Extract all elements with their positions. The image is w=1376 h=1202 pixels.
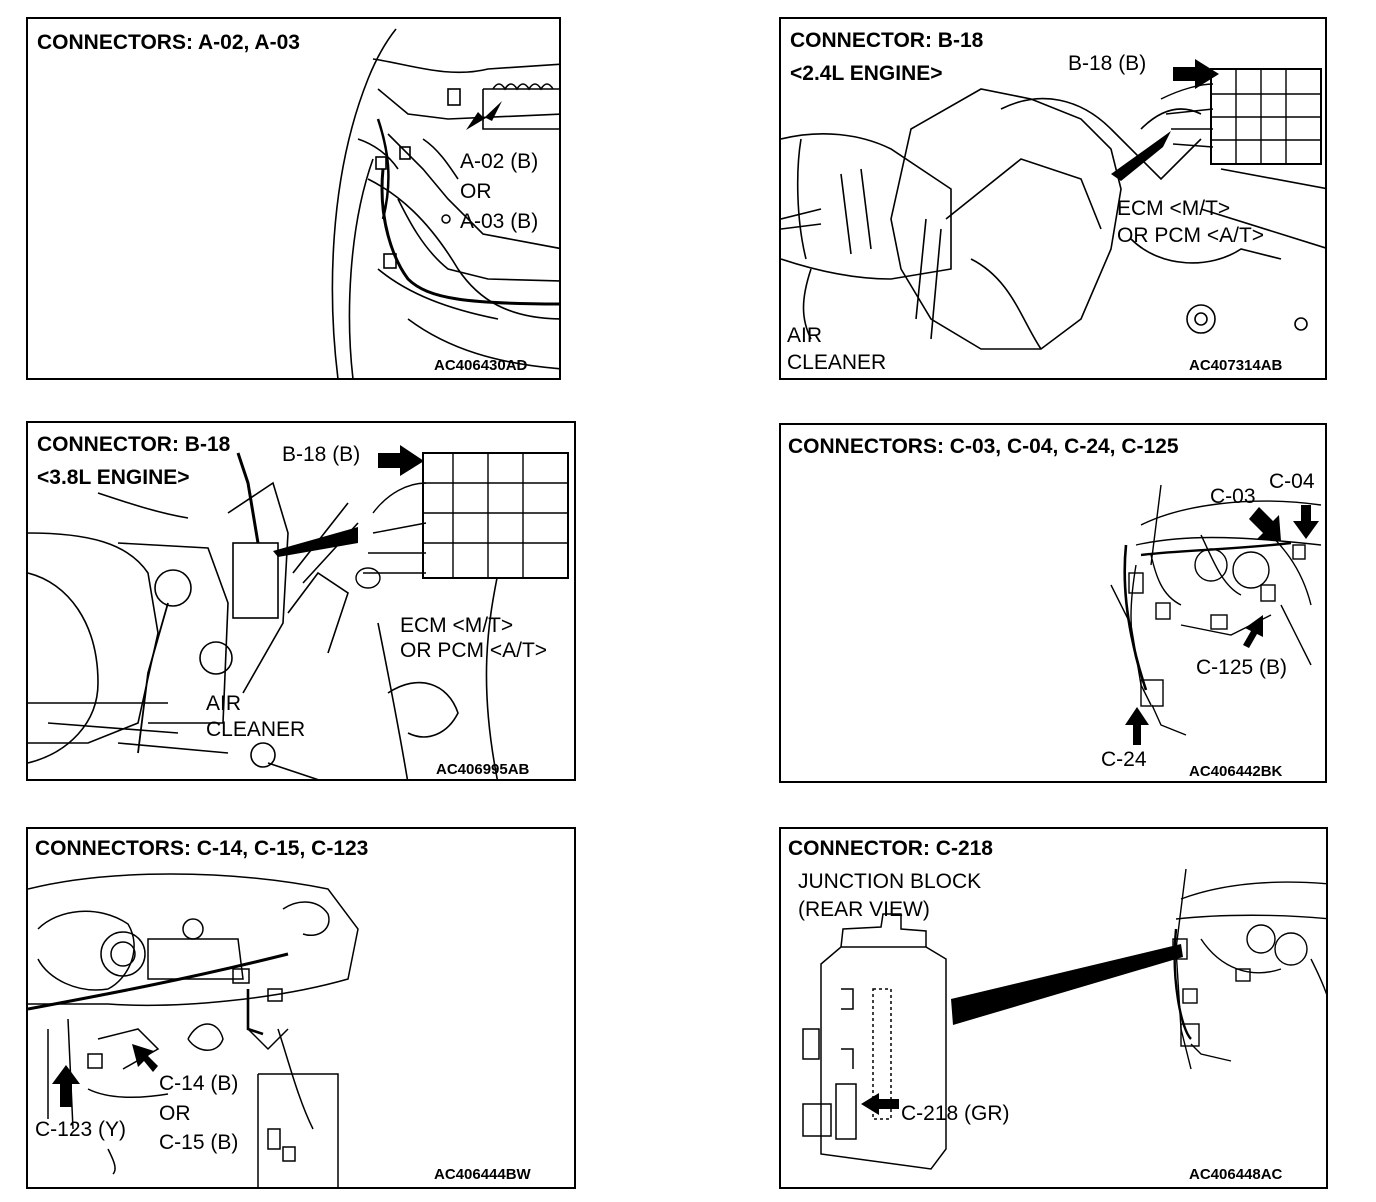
- figure-code: AC406442BK: [1189, 763, 1283, 780]
- figure-code: AC406448AC: [1189, 1166, 1283, 1183]
- connector-label-c125: C-125 (B): [1196, 656, 1288, 679]
- figure-code: AC406444BW: [434, 1166, 531, 1183]
- connector-label-b18: B-18 (B): [1068, 52, 1147, 75]
- pcm-label: OR PCM <A/T>: [400, 639, 548, 662]
- engine-bay-3-8l-illustration: [28, 445, 569, 779]
- connector-label-a03: A-03 (B): [460, 210, 539, 233]
- panel-b18-3-8l: CONNECTOR: B-18 <3.8L ENGINE> B-18 (B) E…: [26, 421, 576, 781]
- air-cleaner-ecm-illustration: [781, 59, 1325, 350]
- pcm-label: OR PCM <A/T>: [1117, 224, 1265, 247]
- panel-title: CONNECTORS: C-03, C-04, C-24, C-125: [788, 435, 1179, 458]
- connector-label-c123: C-123 (Y): [35, 1118, 127, 1141]
- connector-label-c15: C-15 (B): [159, 1131, 239, 1154]
- dashboard-harness-illustration: [1110, 484, 1322, 745]
- junction-block-label: JUNCTION BLOCK: [798, 870, 982, 893]
- rear-view-label: (REAR VIEW): [798, 898, 930, 921]
- ecm-label: ECM <M/T>: [400, 614, 514, 637]
- instrument-panel-harness-illustration: [28, 873, 359, 1187]
- figure-code: AC406995AB: [436, 761, 530, 778]
- panel-title: CONNECTOR: B-18: [790, 29, 984, 52]
- cleaner-label: CLEANER: [206, 718, 306, 741]
- panel-title: CONNECTORS: A-02, A-03: [37, 31, 300, 54]
- panel-title: CONNECTOR: C-218: [788, 837, 993, 860]
- connector-label-a02: A-02 (B): [460, 150, 539, 173]
- engine-variant: <2.4L ENGINE>: [790, 62, 943, 85]
- connector-label-c14: C-14 (B): [159, 1072, 239, 1095]
- ecm-label: ECM <M/T>: [1117, 197, 1231, 220]
- panel-title: CONNECTOR: B-18: [37, 433, 231, 456]
- panel-a02-a03: CONNECTORS: A-02, A-03 A-02 (B) OR A-03 …: [26, 17, 561, 380]
- panel-title: CONNECTORS: C-14, C-15, C-123: [35, 837, 369, 860]
- junction-block-illustration: [802, 868, 1326, 1170]
- engine-bay-illustration: [331, 28, 559, 378]
- cleaner-label: CLEANER: [787, 351, 887, 374]
- connector-label-c03: C-03: [1210, 485, 1256, 508]
- air-label: AIR: [206, 692, 242, 715]
- panel-c14-c15-c123: CONNECTORS: C-14, C-15, C-123 C-14 (B) O…: [26, 827, 576, 1189]
- connector-label-c24: C-24: [1101, 748, 1147, 771]
- panel-c218: CONNECTOR: C-218 JUNCTION BLOCK (REAR VI…: [779, 827, 1328, 1189]
- or-label: OR: [460, 180, 492, 203]
- panel-b18-2-4l: CONNECTOR: B-18 <2.4L ENGINE> B-18 (B) E…: [779, 17, 1327, 380]
- connector-label-c218: C-218 (GR): [901, 1102, 1010, 1125]
- air-label: AIR: [787, 324, 823, 347]
- figure-code: AC407314AB: [1189, 357, 1283, 374]
- or-label: OR: [159, 1102, 191, 1125]
- panel-c03-c04-c24-c125: CONNECTORS: C-03, C-04, C-24, C-125 C-03…: [779, 423, 1327, 783]
- engine-variant: <3.8L ENGINE>: [37, 466, 190, 489]
- connector-label-b18: B-18 (B): [282, 443, 361, 466]
- figure-code: AC406430AD: [434, 357, 528, 374]
- connector-label-c04: C-04: [1269, 470, 1315, 493]
